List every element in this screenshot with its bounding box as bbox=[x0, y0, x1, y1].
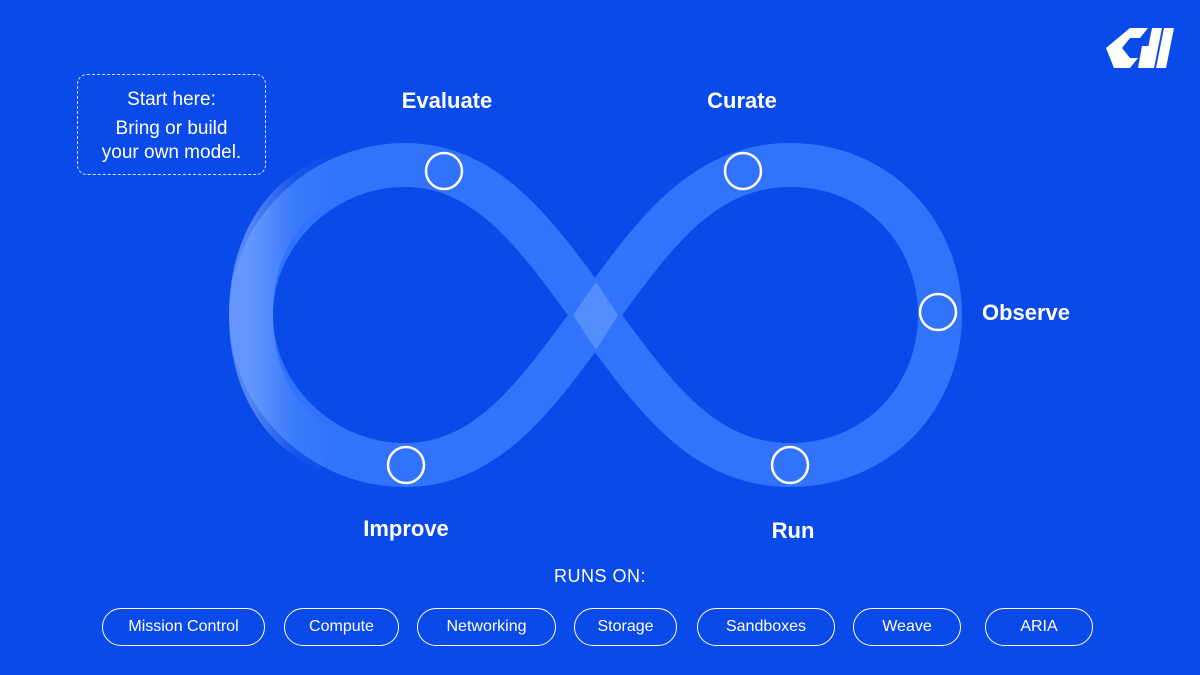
run-marker-icon bbox=[770, 445, 810, 485]
stage-label-improve: Improve bbox=[363, 516, 449, 541]
infinity-loop-highlight bbox=[228, 154, 348, 471]
stage-label-evaluate: Evaluate bbox=[401, 88, 493, 113]
runs-on-label: RUNS ON: bbox=[553, 566, 646, 586]
stage-label-run: Run bbox=[771, 518, 815, 543]
product-pill-compute: Compute bbox=[284, 608, 399, 646]
improve-marker-icon bbox=[386, 445, 426, 485]
product-pill-weave: Weave bbox=[853, 608, 961, 646]
stage-label-observe: Observe bbox=[981, 300, 1071, 325]
start-here-line-2: your own model. bbox=[101, 142, 242, 163]
infinity-crossing bbox=[573, 282, 618, 350]
product-pill-networking: Networking bbox=[417, 608, 556, 646]
product-pill-mission-control: Mission Control bbox=[102, 608, 265, 646]
product-pill-sandboxes: Sandboxes bbox=[697, 608, 835, 646]
product-pill-aria: ARIA bbox=[985, 608, 1093, 646]
start-here-text: Bring or build your own model. bbox=[78, 117, 265, 165]
stage-label-curate: Curate bbox=[707, 88, 777, 113]
cw-logo-icon bbox=[1106, 28, 1174, 68]
evaluate-marker-icon bbox=[424, 151, 464, 191]
product-pill-storage: Storage bbox=[574, 608, 677, 646]
observe-marker-icon bbox=[918, 292, 958, 332]
start-here-box: Start here: Bring or build your own mode… bbox=[77, 74, 266, 175]
start-here-title: Start here: bbox=[127, 89, 216, 110]
infinity-loop-diagram bbox=[228, 142, 963, 488]
start-here-line-1: Bring or build bbox=[115, 118, 228, 139]
curate-marker-icon bbox=[723, 151, 763, 191]
